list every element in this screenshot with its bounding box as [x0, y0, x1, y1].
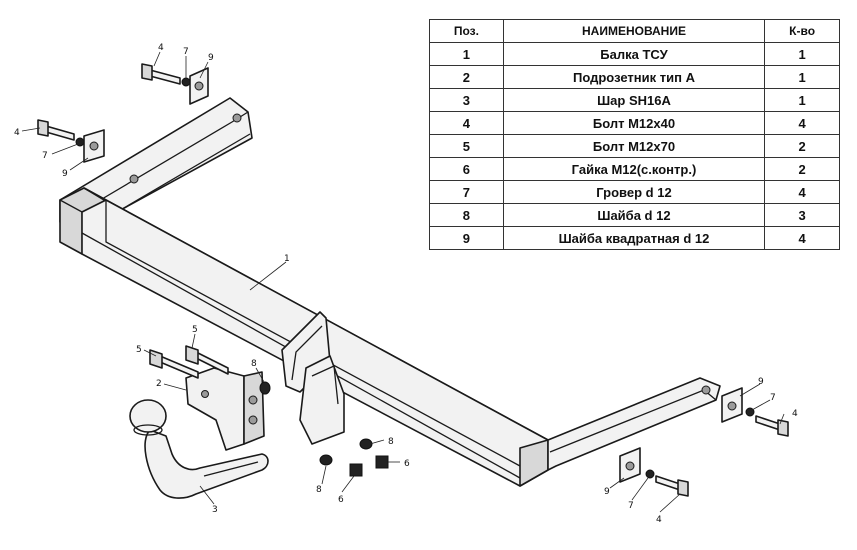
cell-name: Шар SH16A	[502, 88, 766, 112]
cell-name: Подрозетник тип А	[502, 65, 766, 89]
cell-name: Балка ТСУ	[502, 42, 766, 66]
callout-4-right: 4	[792, 409, 798, 419]
cell-name: Болт М12х70	[502, 134, 766, 158]
callout-9-bottom: 9	[604, 487, 610, 497]
callout-4-top: 4	[158, 43, 164, 53]
callout-6-lower: 6	[338, 495, 344, 505]
callout-9-top: 9	[208, 53, 214, 63]
cell-name: Гровер d 12	[502, 180, 766, 204]
cell-qty: 1	[764, 88, 840, 112]
cell-pos: 4	[429, 111, 504, 135]
callout-5-left: 5	[136, 345, 142, 355]
callout-labels: 1 2 3 4 4 4 4 5 5 6 6 7 7 7 7 8 8 8 9 9 …	[14, 43, 798, 525]
bolt-m12x70-group	[149, 345, 229, 379]
cell-name: Шайба квадратная d 12	[502, 226, 766, 250]
leader-lines	[21, 51, 785, 513]
cell-qty: 4	[764, 111, 840, 135]
cell-qty: 2	[764, 134, 840, 158]
callout-6-right: 6	[404, 459, 410, 469]
cell-pos: 5	[429, 134, 504, 158]
cell-qty: 4	[764, 226, 840, 250]
cell-pos: 8	[429, 203, 504, 227]
callout-2: 2	[156, 379, 162, 389]
bolt-group-mid-left	[37, 119, 105, 163]
cell-qty: 3	[764, 203, 840, 227]
callout-4-bottom: 4	[656, 515, 662, 525]
callout-7-bottom: 7	[628, 501, 634, 511]
cell-qty: 2	[764, 157, 840, 181]
callout-7-left: 7	[42, 151, 48, 161]
callout-9-right: 9	[758, 377, 764, 387]
callout-7-right: 7	[770, 393, 776, 403]
callout-3: 3	[212, 505, 218, 515]
cell-pos: 2	[429, 65, 504, 89]
socket-bracket	[185, 367, 265, 451]
callout-8-right: 8	[388, 437, 394, 447]
towbar-beam	[59, 97, 721, 487]
bolt-group-right-upper	[721, 387, 789, 437]
bolt-group-right-lower	[619, 447, 689, 497]
bolt-group-top-left	[141, 63, 209, 105]
table-header-row: Поз. НАИМЕНОВАНИЕ К-во	[429, 19, 840, 43]
callout-7-top: 7	[183, 47, 189, 57]
cell-name: Шайба d 12	[502, 203, 766, 227]
cell-pos: 3	[429, 88, 504, 112]
cell-name: Болт М12х40	[502, 111, 766, 135]
nuts-and-washers-lower	[259, 381, 389, 477]
header-name: НАИМЕНОВАНИЕ	[502, 19, 766, 43]
cell-pos: 9	[429, 226, 504, 250]
cell-pos: 7	[429, 180, 504, 204]
cell-qty: 4	[764, 180, 840, 204]
callout-9-left: 9	[62, 169, 68, 179]
cell-pos: 1	[429, 42, 504, 66]
cell-pos: 6	[429, 157, 504, 181]
callout-1: 1	[284, 254, 290, 264]
callout-4-left: 4	[14, 128, 20, 138]
header-qty: К-во	[764, 19, 840, 43]
cell-qty: 1	[764, 65, 840, 89]
cell-name: Гайка М12(с.контр.)	[502, 157, 766, 181]
callout-8-bracket: 8	[251, 359, 257, 369]
callout-8-lower: 8	[316, 485, 322, 495]
cell-qty: 1	[764, 42, 840, 66]
tow-ball	[129, 399, 269, 499]
callout-5-top: 5	[192, 325, 198, 335]
header-pos: Поз.	[429, 19, 504, 43]
